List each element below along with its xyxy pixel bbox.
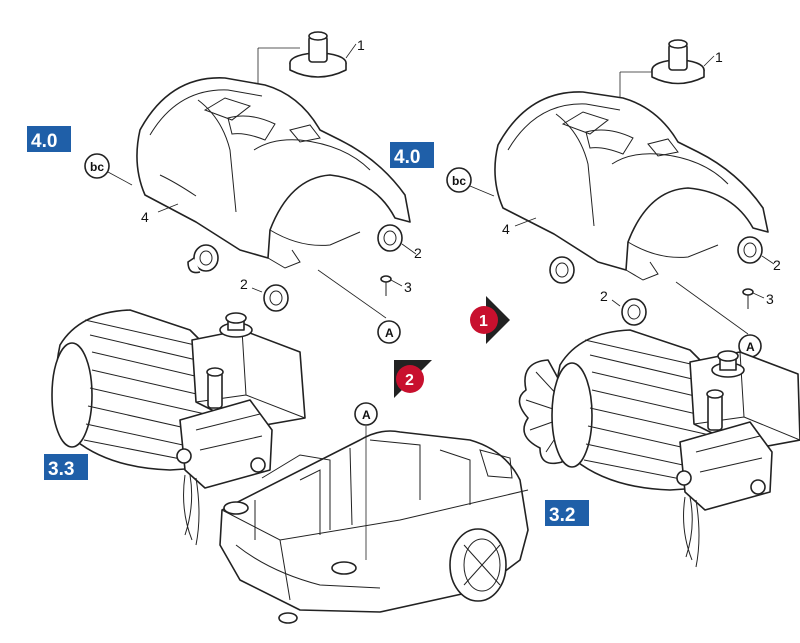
a-marker-left: A — [377, 320, 401, 344]
badge-left-pump: 3.3 — [44, 454, 88, 480]
left-foot-top — [187, 244, 219, 274]
svg-text:A: A — [362, 408, 371, 422]
svg-text:4.0: 4.0 — [394, 147, 420, 168]
svg-text:bc: bc — [90, 160, 104, 174]
callout-right-cover: 4 — [502, 221, 510, 237]
step-2-marker: 2 — [394, 360, 432, 398]
callout-right-foot-right: 2 — [773, 257, 781, 273]
badge-left-cover: 4.0 — [27, 126, 71, 152]
callout-right-foot-bottom: 2 — [600, 288, 608, 304]
svg-text:2: 2 — [405, 372, 414, 389]
svg-text:4.0: 4.0 — [31, 131, 57, 152]
callout-left-foot-bottom: 2 — [240, 276, 248, 292]
right-foot-top — [549, 256, 575, 284]
svg-text:A: A — [746, 340, 755, 354]
callout-left-screw: 3 — [404, 279, 412, 295]
callout-left-foot-right: 2 — [414, 245, 422, 261]
callout-right-knob: 1 — [715, 49, 723, 65]
right-foot-right — [737, 236, 763, 264]
callout-left-knob: 1 — [357, 37, 365, 53]
base-wheel — [449, 528, 507, 602]
left-screw — [380, 275, 392, 296]
left-foot-bottom — [263, 284, 289, 312]
bc-marker-right: bc — [446, 167, 472, 193]
left-foot-right — [377, 224, 403, 252]
callout-left-cover: 4 — [141, 209, 149, 225]
base-chassis — [219, 426, 529, 624]
right-screw — [742, 288, 754, 309]
svg-text:3.2: 3.2 — [549, 505, 575, 526]
badge-right-pump: 3.2 — [545, 500, 589, 526]
left-pump-motor — [51, 309, 306, 546]
right-housing-cover: 1 2 2 3 4 — [446, 39, 781, 335]
bc-marker-left: bc — [84, 153, 110, 179]
svg-text:3.3: 3.3 — [48, 459, 74, 480]
left-knob — [289, 31, 347, 78]
callout-right-screw: 3 — [766, 291, 774, 307]
right-pump-head — [676, 389, 773, 511]
svg-text:1: 1 — [479, 313, 488, 330]
right-knob — [651, 39, 705, 85]
right-pump-motor — [518, 329, 800, 568]
svg-text:bc: bc — [452, 174, 466, 188]
badge-right-cover: 4.0 — [390, 142, 434, 168]
left-housing-cover: 1 2 2 — [84, 31, 422, 319]
step-1-marker: 1 — [470, 296, 510, 344]
left-pump-head — [176, 367, 273, 489]
svg-text:A: A — [385, 326, 394, 340]
a-marker-base: A — [354, 402, 378, 426]
right-foot-bottom — [621, 298, 647, 326]
